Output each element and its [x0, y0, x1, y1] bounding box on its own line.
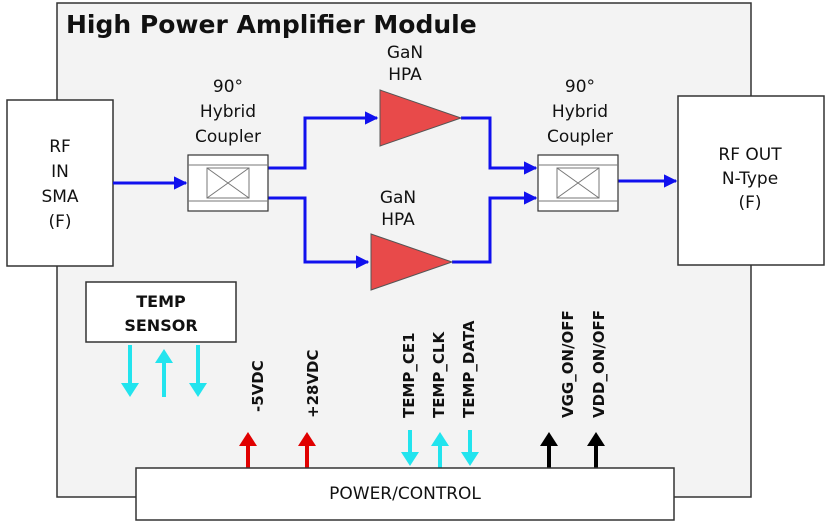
svg-text:Coupler: Coupler — [195, 127, 261, 147]
svg-text:(F): (F) — [48, 212, 71, 232]
temp-sensor: TEMP SENSOR — [85, 281, 237, 343]
output-hybrid-coupler: 90° Hybrid Coupler — [537, 77, 619, 212]
arrow-up-icon — [155, 349, 173, 363]
svg-text:Coupler: Coupler — [547, 127, 613, 147]
svg-text:(F): (F) — [738, 193, 761, 213]
arrow-up-icon — [239, 432, 257, 446]
svg-text:POWER/CONTROL: POWER/CONTROL — [329, 484, 481, 504]
svg-text:N-Type: N-Type — [722, 169, 778, 189]
svg-text:HPA: HPA — [381, 210, 415, 230]
svg-text:TEMP: TEMP — [136, 292, 186, 311]
signal-label-pos28vdc: +28VDC — [304, 349, 322, 418]
rf-out-connector: RF OUT N-Type (F) — [677, 95, 825, 266]
amplifier-triangle-icon — [379, 89, 463, 147]
arrow-down-icon — [401, 452, 419, 466]
gan-hpa-top: GaN HPA — [379, 43, 463, 147]
arrow-up-icon — [298, 432, 316, 446]
svg-text:Hybrid: Hybrid — [552, 102, 608, 122]
svg-text:SMA: SMA — [41, 187, 78, 207]
arrow-down-icon — [121, 383, 139, 397]
svg-text:RF: RF — [49, 137, 71, 157]
svg-text:Hybrid: Hybrid — [200, 102, 256, 122]
rf-in-connector: RF IN SMA (F) — [6, 99, 114, 267]
signal-label-temp-data: TEMP_DATA — [460, 320, 478, 418]
power-supply-arrows — [239, 432, 316, 468]
svg-text:HPA: HPA — [388, 65, 422, 85]
svg-text:IN: IN — [51, 162, 69, 182]
gan-hpa-bottom: GaN HPA — [370, 188, 454, 291]
amplifier-triangle-icon — [370, 233, 454, 291]
input-hybrid-coupler: 90° Hybrid Coupler — [187, 77, 269, 212]
arrow-down-icon — [461, 452, 479, 466]
arrow-up-icon — [587, 432, 605, 446]
svg-text:90°: 90° — [565, 77, 595, 97]
temp-sensor-arrows — [121, 345, 207, 397]
module-title: High Power Amplifier Module — [66, 10, 477, 39]
signal-label-temp-ce1: TEMP_CE1 — [400, 332, 418, 418]
power-control-block: POWER/CONTROL — [135, 467, 675, 521]
signal-label-temp-clk: TEMP_CLK — [430, 331, 448, 418]
svg-text:RF OUT: RF OUT — [718, 145, 782, 165]
svg-text:90°: 90° — [213, 77, 243, 97]
svg-text:GaN: GaN — [387, 43, 423, 63]
signal-label-vgg-on-off: VGG_ON/OFF — [559, 310, 577, 418]
rf-signal-path — [113, 111, 678, 269]
arrow-up-icon — [540, 432, 558, 446]
signal-label-vdd-on-off: VDD_ON/OFF — [590, 310, 608, 418]
temp-control-arrows — [401, 430, 479, 468]
svg-text:GaN: GaN — [380, 188, 416, 208]
bias-control-arrows — [540, 432, 605, 468]
svg-text:SENSOR: SENSOR — [124, 316, 197, 335]
arrow-up-icon — [431, 432, 449, 446]
signal-label-neg5vdc: -5VDC — [249, 360, 267, 412]
arrow-down-icon — [189, 383, 207, 397]
